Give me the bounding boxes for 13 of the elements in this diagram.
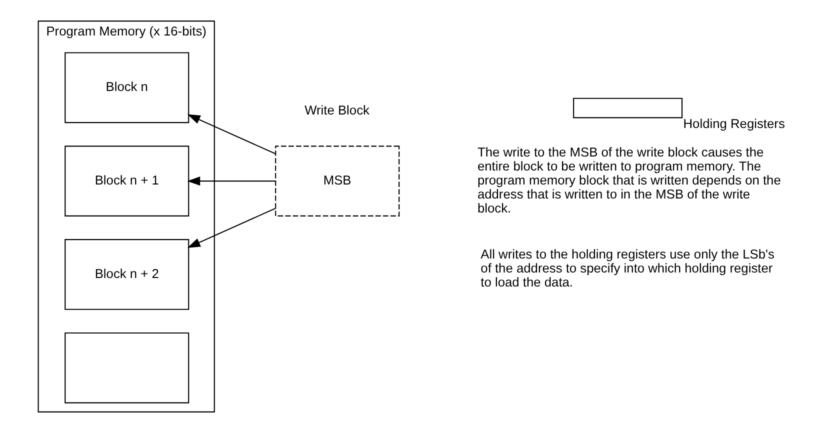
arrow [187, 176, 276, 186]
arrow [187, 208, 276, 248]
label: All writes to the holding registers use only the LSb's of the address to specify into which holding register to load the data. [480, 246, 774, 290]
arrow [187, 114, 276, 154]
node-label: Holding Registers [683, 116, 785, 132]
node-box: Block n + 2 [64, 239, 190, 310]
label: The write to the MSB of the write block causes the entire block to be written to program memory. The program memory block that is written depends on the address that is written to in the MSB of the write block. [477, 144, 781, 216]
node-box: Block n [64, 52, 190, 124]
node-box [64, 332, 190, 404]
node-box: Block n + 1 [64, 146, 190, 216]
node-box: MSB [275, 146, 400, 216]
node-box [573, 98, 683, 118]
label: Write Block [304, 102, 370, 118]
